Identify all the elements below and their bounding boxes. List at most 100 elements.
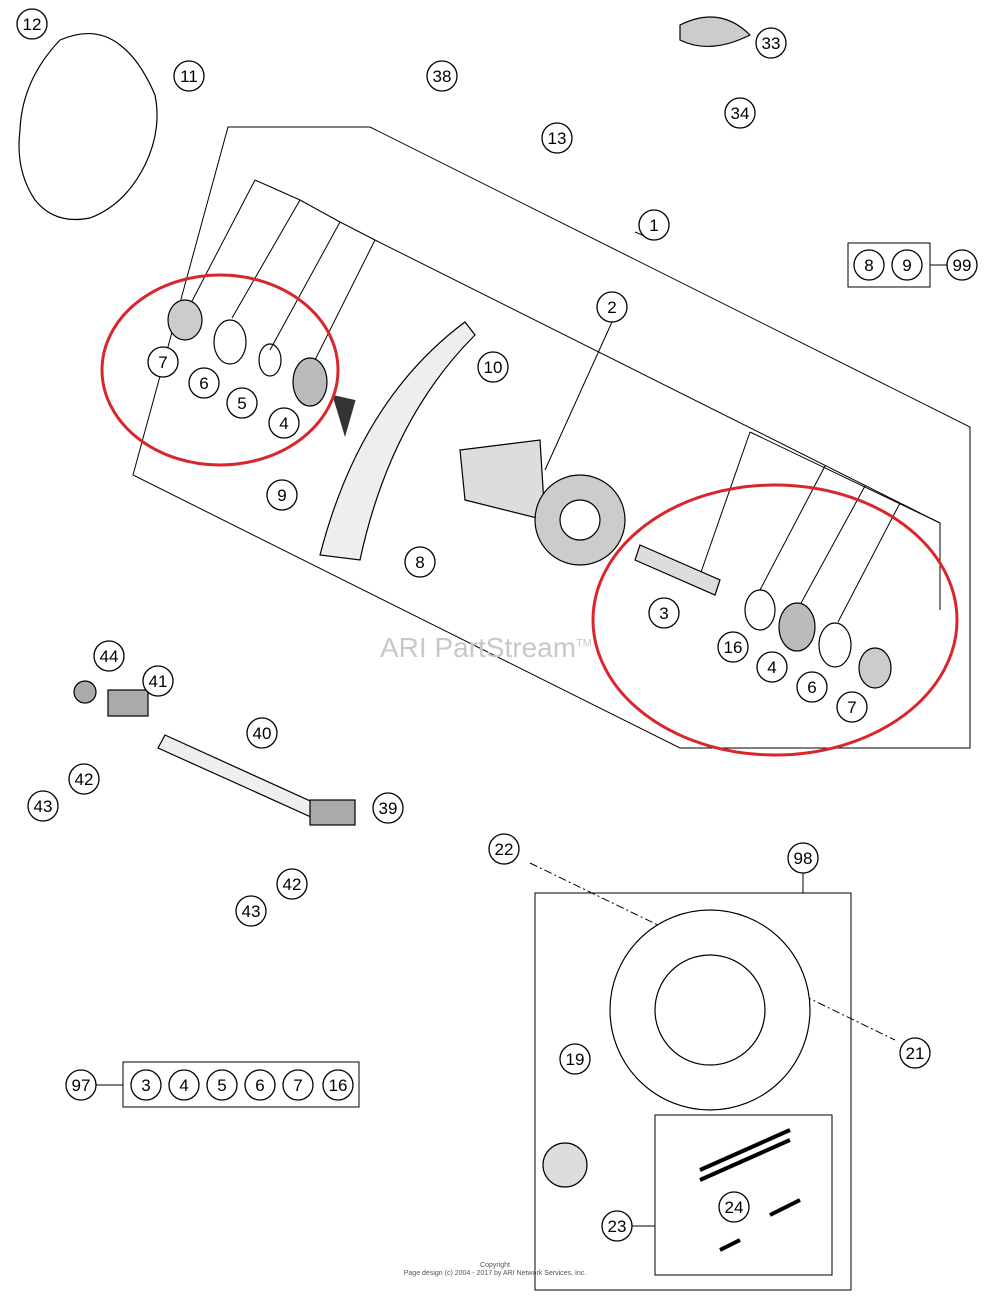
callout-2[interactable]: 2 [596,291,628,323]
callout-circle [404,546,436,578]
wheel-assembly-outline [132,126,971,749]
brake-disc [18,32,158,221]
callout-43[interactable]: 43 [27,790,59,822]
callout-12[interactable]: 12 [16,8,48,40]
callout-label: 99 [953,256,972,275]
callout-circle [718,1191,750,1223]
callout-22[interactable]: 22 [488,833,520,865]
callout-label: 44 [100,647,119,666]
chain-box [654,1114,833,1276]
callout-label: 19 [566,1050,585,1069]
spacer-16 [744,589,776,631]
callout-label: 6 [255,1076,264,1095]
callout-43[interactable]: 43 [235,895,267,927]
callout-circle [173,60,205,92]
callout-5[interactable]: 5 [206,1069,238,1101]
callout-circle [188,367,220,399]
callout-34[interactable]: 34 [724,97,756,129]
callout-circle [168,1069,200,1101]
callout-7[interactable]: 7 [836,691,868,723]
callout-label: 43 [242,902,261,921]
callout-1[interactable]: 1 [638,209,670,241]
callout-circle [559,1043,591,1075]
callout-circle [488,833,520,865]
callout-circle [648,597,680,629]
callout-7[interactable]: 7 [282,1069,314,1101]
callout-4[interactable]: 4 [168,1069,200,1101]
circlip-5 [258,343,282,377]
callout-6[interactable]: 6 [796,671,828,703]
callout-42[interactable]: 42 [68,763,100,795]
callout-6[interactable]: 6 [244,1069,276,1101]
callout-circle [372,792,404,824]
callout-circle [282,1069,314,1101]
callout-circle [130,1069,162,1101]
callout-42[interactable]: 42 [276,868,308,900]
callout-6[interactable]: 6 [188,367,220,399]
callout-4[interactable]: 4 [268,407,300,439]
callout-label: 1 [649,216,658,235]
callout-4[interactable]: 4 [756,651,788,683]
callout-label: 3 [141,1076,150,1095]
callout-5[interactable]: 5 [226,387,258,419]
callout-label: 42 [75,770,94,789]
callout-8[interactable]: 8 [853,249,885,281]
callout-label: 8 [864,256,873,275]
callout-circle [276,868,308,900]
callout-16[interactable]: 16 [717,631,749,663]
callout-3[interactable]: 3 [648,597,680,629]
callout-label: 4 [179,1076,188,1095]
callout-8[interactable]: 8 [404,546,436,578]
callout-13[interactable]: 13 [541,122,573,154]
callout-circle [93,640,125,672]
callout-label: 9 [277,486,286,505]
callout-16[interactable]: 16 [322,1069,354,1101]
callout-10[interactable]: 10 [477,351,509,383]
callout-circle [268,407,300,439]
callout-circle [147,346,179,378]
callout-circle [891,249,923,281]
callout-circle [755,27,787,59]
callout-40[interactable]: 40 [246,717,278,749]
axle-adjuster [309,799,356,826]
callout-label: 40 [253,724,272,743]
countershaft-sprocket [542,1142,588,1188]
chain-24 [699,1128,801,1252]
callout-39[interactable]: 39 [372,792,404,824]
callout-3[interactable]: 3 [130,1069,162,1101]
callout-97[interactable]: 97 [65,1069,97,1101]
callout-label: 13 [548,129,567,148]
callout-38[interactable]: 38 [426,60,458,92]
callout-7[interactable]: 7 [147,346,179,378]
callout-label: 6 [807,678,816,697]
callout-19[interactable]: 19 [559,1043,591,1075]
callout-label: 34 [731,104,750,123]
direction-arrow-icon [332,394,356,438]
callout-33[interactable]: 33 [755,27,787,59]
callout-24[interactable]: 24 [718,1191,750,1223]
callout-circle [206,1069,238,1101]
callout-99[interactable]: 99 [946,249,978,281]
callout-circle [477,351,509,383]
callout-11[interactable]: 11 [173,60,205,92]
callout-41[interactable]: 41 [142,665,174,697]
callout-21[interactable]: 21 [899,1037,931,1069]
hub [459,439,546,521]
callout-circle [899,1037,931,1069]
callout-9[interactable]: 9 [266,479,298,511]
callout-circle [787,842,819,874]
callout-circle [65,1069,97,1101]
callout-9[interactable]: 9 [891,249,923,281]
callout-23[interactable]: 23 [601,1210,633,1242]
callout-circle [244,1069,276,1101]
callout-98[interactable]: 98 [787,842,819,874]
callout-label: 16 [724,638,743,657]
kit-box-98 [534,892,852,1291]
copyright-line1: Copyright [480,1262,510,1269]
callout-44[interactable]: 44 [93,640,125,672]
callout-label: 4 [767,658,776,677]
callout-label: 10 [484,358,503,377]
highlight-right-bearings [591,483,959,757]
callout-label: 12 [23,15,42,34]
